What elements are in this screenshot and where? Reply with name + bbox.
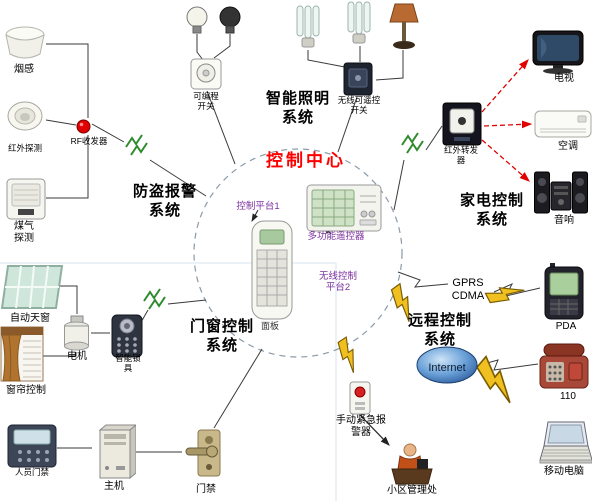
- programmable-switch-label: 可编程 开关: [193, 91, 219, 112]
- smart-lock-label: 智能锁 具: [115, 353, 141, 374]
- infrared-detector-icon: [6, 100, 44, 139]
- host-label: 主机: [104, 481, 124, 492]
- person-access-panel-icon: [7, 424, 57, 473]
- police-110-label: 110: [560, 391, 576, 402]
- tv-label: 电视: [554, 73, 574, 84]
- internet-label: Internet: [428, 361, 466, 374]
- speakers-icon: [534, 168, 588, 219]
- multifunction-remote-icon: [306, 184, 382, 237]
- smoke-sensor-label: 烟感: [14, 64, 34, 75]
- infrared-detector-label: 红外探测: [7, 143, 42, 153]
- skylight-icon: [0, 264, 64, 315]
- panel-label: 面板: [260, 321, 279, 331]
- telephone-icon: [538, 340, 590, 395]
- security-system-title: 防盗报警 系统: [132, 183, 197, 219]
- tv-icon: [532, 30, 584, 79]
- management-office-label: 小区管理处: [387, 485, 437, 496]
- multifunction-remote-label: 多功能遥控器: [307, 231, 365, 242]
- host-computer-icon: [92, 423, 138, 487]
- smoke-sensor-icon: [4, 26, 46, 67]
- ir-repeater-label: 红外转发 器: [443, 145, 478, 166]
- pda-icon: [542, 263, 586, 326]
- person-access-label: 人员门禁: [14, 467, 49, 477]
- internet-cloud: Internet: [416, 346, 478, 389]
- cfl-bulb-icon: [294, 4, 322, 55]
- air-conditioner-label: 空调: [558, 141, 578, 152]
- rf-transceiver-label: RF收发器: [70, 136, 108, 146]
- control-center-title: 控制中心: [266, 151, 346, 170]
- cfl-bulb-icon: [345, 0, 373, 51]
- rf-transceiver-icon: [76, 119, 91, 139]
- gas-detector-label: 煤气 探测: [14, 221, 34, 244]
- gas-detector-icon: [6, 178, 46, 225]
- bulb-dark-icon: [218, 6, 242, 41]
- motor-icon: [63, 314, 90, 357]
- door-lock-icon: [182, 428, 230, 483]
- control-panel-remote-icon: [250, 220, 294, 325]
- lighting-system-title: 智能照明 系统: [265, 90, 330, 126]
- air-conditioner-icon: [534, 110, 592, 143]
- curtain-label: 窗帘控制: [6, 385, 46, 396]
- ir-repeater-icon: [442, 102, 482, 151]
- manual-alarm-icon: [349, 381, 371, 420]
- laptop-label: 移动电脑: [544, 466, 584, 477]
- pda-label: PDA: [555, 321, 577, 332]
- laptop-icon: [538, 420, 593, 471]
- remote-system-title: 远程控制 系统: [407, 312, 472, 348]
- gprs-cdma-label: GPRS CDMA: [451, 277, 485, 303]
- platform1-label: 控制平台1: [236, 201, 280, 212]
- wireless-switch-icon: [343, 62, 373, 101]
- platform2-label: 无线控制 平台2: [318, 271, 357, 294]
- audio-label: 音响: [554, 215, 574, 226]
- bulb-icon: [185, 6, 209, 41]
- door-gate-label: 门禁: [196, 484, 216, 495]
- management-office-icon: [390, 442, 434, 491]
- smart-lock-icon: [110, 314, 144, 363]
- appliance-system-title: 家电控制 系统: [459, 192, 524, 228]
- wireless-switch-label: 无线可遥控 开关: [337, 95, 381, 116]
- table-lamp-icon: [389, 2, 419, 55]
- programmable-switch-icon: [190, 58, 222, 95]
- motor-label: 电机: [67, 351, 87, 362]
- skylight-label: 自动天窗: [10, 313, 50, 324]
- manual-alarm-label: 手动紧急报 警器: [336, 415, 386, 438]
- door-window-system-title: 门窗控制 系统: [189, 318, 254, 354]
- curtain-window-icon: [0, 326, 44, 391]
